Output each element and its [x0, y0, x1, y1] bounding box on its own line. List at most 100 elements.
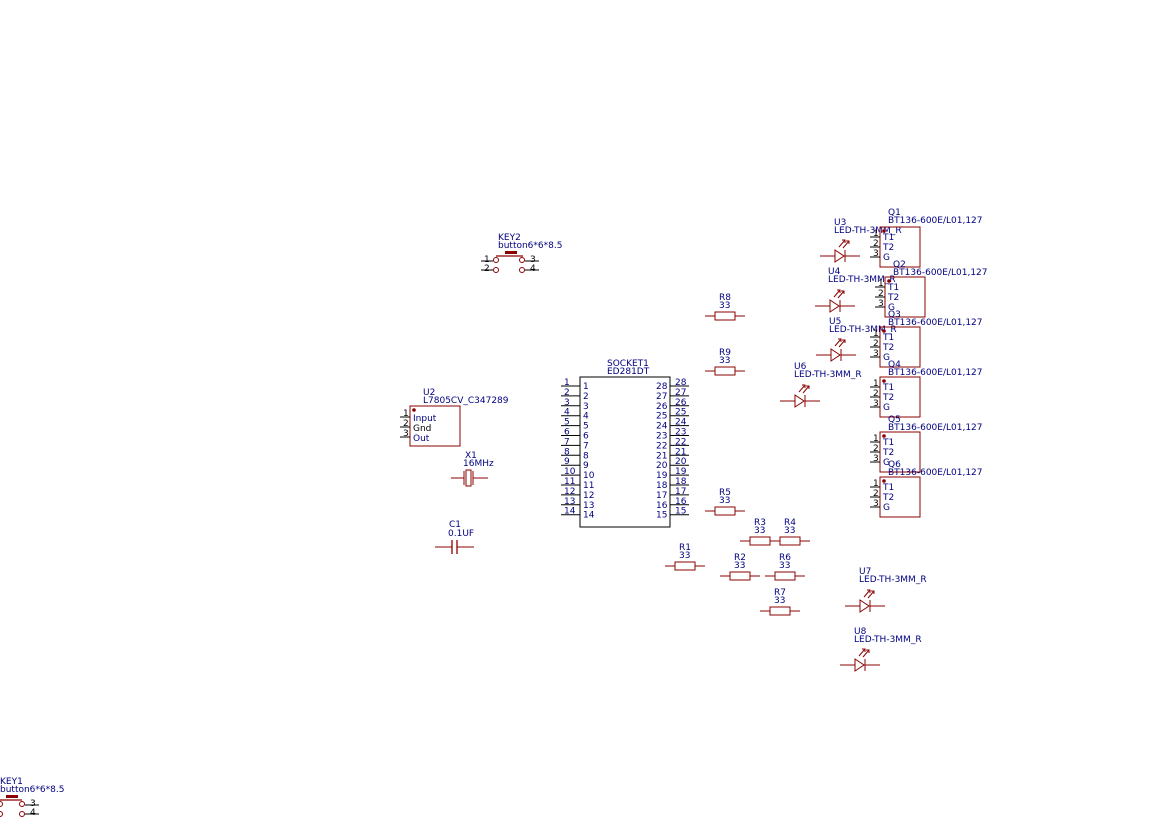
resistor-ref: R2 — [734, 553, 746, 563]
key2-switch[interactable]: KEY2 button6*6*8.5 1 2 3 4 — [481, 233, 562, 274]
socket1-body — [579, 376, 671, 528]
socket1-pin-label-13: 13 — [583, 501, 594, 511]
key2-pin-1: 1 — [484, 255, 490, 265]
resistor-value: 33 — [774, 596, 785, 606]
triac-label-g: G — [883, 458, 890, 468]
u2-label-gnd: Gnd — [413, 424, 431, 434]
socket1-pin-num-28: 28 — [675, 378, 687, 388]
socket1-pin-label-7: 7 — [583, 441, 589, 451]
triac-pin1-marker — [882, 434, 886, 438]
socket1-pin-label-3: 3 — [583, 402, 589, 412]
triac-pin-2: 2 — [873, 489, 879, 499]
triac-label-t2: T2 — [882, 393, 894, 403]
leds: U3LED-TH-3MM_RU4LED-TH-3MM_RU5LED-TH-3MM… — [780, 218, 927, 672]
socket1-pin-num-8: 8 — [564, 447, 570, 457]
socket1-pin-label-1: 1 — [583, 382, 589, 392]
triac-pin1-marker — [882, 479, 886, 483]
led-arrow-1 — [834, 338, 842, 347]
key1-contact-2 — [0, 811, 3, 817]
socket1-pin-label-14: 14 — [583, 511, 595, 521]
led-triangle — [859, 599, 870, 613]
triac-label-g: G — [883, 253, 890, 263]
socket1-pin-num-26: 26 — [675, 398, 687, 408]
triac-label-g: G — [883, 403, 890, 413]
led-ref: U8 — [854, 627, 867, 637]
u2-pin-3: 3 — [403, 429, 409, 439]
triac-ref: Q3 — [888, 310, 901, 320]
key1-value: button6*6*8.5 — [0, 785, 64, 795]
socket1-pin-num-4: 4 — [564, 408, 570, 418]
led-arrow-1 — [798, 384, 806, 393]
socket1-pin-label-27: 27 — [656, 392, 667, 402]
triac-ref: Q5 — [888, 415, 901, 425]
triac-label-t1: T1 — [882, 483, 894, 493]
led-arrow-2 — [862, 649, 870, 658]
resistor-ref: R6 — [779, 553, 791, 563]
socket1-pin-label-16: 16 — [656, 501, 668, 511]
led-ref: U4 — [828, 267, 841, 277]
socket1-pin-label-5: 5 — [583, 422, 589, 432]
key1-switch[interactable]: KEY1 button6*6*8.5 3 4 — [0, 777, 64, 818]
triac-label-t1: T1 — [882, 438, 894, 448]
x1-value: 16MHz — [463, 459, 494, 469]
u2-regulator[interactable]: U2 L7805CV_C347289 1 2 3 Input Gnd Out — [400, 388, 509, 447]
socket1-pin-num-21: 21 — [675, 447, 686, 457]
x1-crystal[interactable]: X1 16MHz — [451, 451, 494, 487]
triac-value: BT136-600E/L01,127 — [888, 368, 983, 378]
triac-pin-3: 3 — [873, 454, 879, 464]
led-arrow-1 — [833, 289, 841, 298]
triac-pin-3: 3 — [873, 399, 879, 409]
c1-capacitor[interactable]: C1 0.1UF — [435, 520, 474, 554]
resistor-ref: R1 — [679, 543, 691, 553]
resistor-body — [749, 536, 771, 546]
resistor-ref: R9 — [719, 348, 731, 358]
resistor-body — [714, 366, 736, 376]
socket1-pin-label-23: 23 — [656, 432, 667, 442]
led-triangle — [854, 658, 865, 672]
socket1-ref: SOCKET1 — [607, 359, 649, 369]
socket1-pin-label-20: 20 — [656, 461, 668, 471]
triac-label-t2: T2 — [882, 243, 894, 253]
socket1-pin-num-27: 27 — [675, 388, 686, 398]
socket1-pin-label-18: 18 — [656, 481, 668, 491]
triac-pin-1: 1 — [873, 434, 879, 444]
key2-contact-4 — [519, 267, 525, 273]
triac-ref: Q2 — [893, 260, 906, 270]
triac-pin-1: 1 — [873, 479, 879, 489]
u2-label-out: Out — [413, 434, 430, 444]
socket1-pin-num-18: 18 — [675, 477, 687, 487]
socket1-pin-label-22: 22 — [656, 441, 667, 451]
triac-pin1-marker — [882, 229, 886, 233]
led-arrow-1 — [858, 648, 866, 657]
resistor-value: 33 — [719, 356, 730, 366]
triac-pin1-marker — [882, 329, 886, 333]
resistor-body — [769, 606, 791, 616]
socket1-pin-num-24: 24 — [675, 418, 687, 428]
socket1-pin-num-15: 15 — [675, 507, 686, 517]
resistor-ref: R5 — [719, 488, 731, 498]
triac-ref: Q6 — [888, 460, 901, 470]
